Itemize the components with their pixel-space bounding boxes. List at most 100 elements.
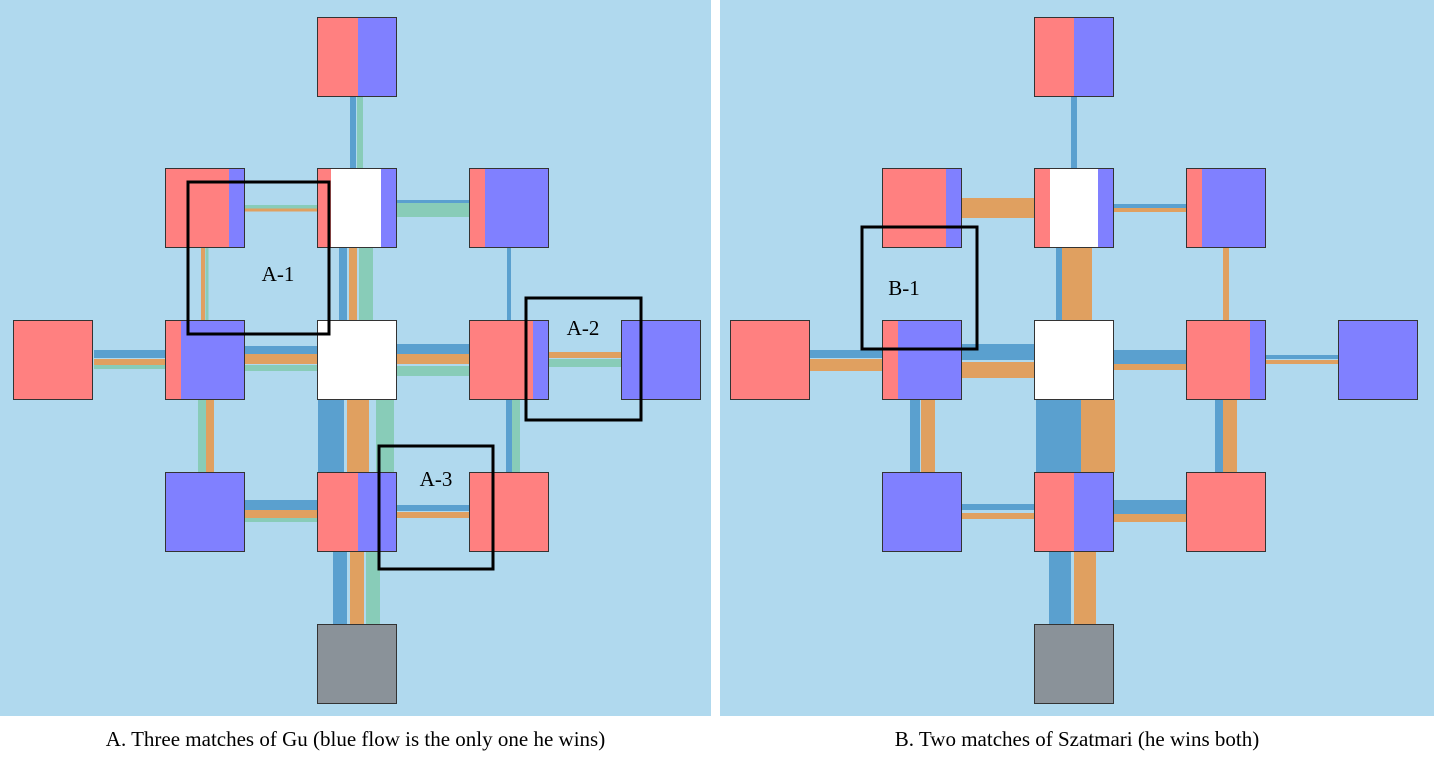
node-border [1034, 168, 1114, 248]
node-fill-blue [1202, 168, 1266, 248]
node-border [469, 320, 549, 400]
node [882, 168, 962, 248]
node-border [165, 320, 245, 400]
node [1034, 17, 1114, 97]
node-border [1186, 168, 1266, 248]
node-fill-blue [485, 168, 549, 248]
node-border [1034, 624, 1114, 704]
node [317, 624, 397, 704]
node-fill-red [165, 168, 229, 248]
highlight-box-label: A-3 [420, 467, 453, 491]
node-fill-blue [181, 320, 245, 400]
node [469, 320, 549, 400]
node-border [730, 320, 810, 400]
node [469, 472, 549, 552]
node-fill-red [1186, 168, 1202, 248]
node-fill-white [1034, 320, 1114, 400]
node-fill-red [1034, 472, 1074, 552]
node [1034, 168, 1114, 248]
node [621, 320, 701, 400]
node-fill-gray [1034, 624, 1114, 704]
node-border [469, 168, 549, 248]
node [165, 320, 245, 400]
node [882, 472, 962, 552]
node-border [1186, 320, 1266, 400]
node-border [1338, 320, 1418, 400]
node-fill-red [882, 168, 946, 248]
node-fill-red [1186, 472, 1266, 552]
node [730, 320, 810, 400]
node-fill-red [882, 320, 898, 400]
node-fill-red [165, 320, 181, 400]
node-border [165, 168, 245, 248]
node-border [1034, 472, 1114, 552]
node-border [317, 17, 397, 97]
node [13, 320, 93, 400]
node [165, 168, 245, 248]
node-fill-blue [946, 168, 962, 248]
node-border [1034, 17, 1114, 97]
node-border [1034, 320, 1114, 400]
node-fill-red [469, 320, 533, 400]
caption-b: B. Two matches of Szatmari (he wins both… [894, 727, 1260, 751]
node-border [621, 320, 701, 400]
node-border [165, 472, 245, 552]
node-fill-white [331, 168, 381, 248]
caption-a: A. Three matches of Gu (blue flow is the… [105, 727, 606, 751]
node-border [469, 472, 549, 552]
panel-b: B-1 [720, 0, 1434, 716]
node-fill-blue [533, 320, 549, 400]
node [317, 17, 397, 97]
node-border [882, 320, 962, 400]
highlight-box-label: B-1 [888, 276, 920, 300]
node-border [317, 168, 397, 248]
node [317, 472, 397, 552]
node [1034, 624, 1114, 704]
node-fill-blue [898, 320, 962, 400]
node [165, 472, 245, 552]
highlight-box [524, 296, 643, 422]
node [1186, 320, 1266, 400]
node-border [317, 624, 397, 704]
node [1186, 472, 1266, 552]
network-diagram-a: A-1A-2A-3 [13, 17, 701, 704]
node [317, 168, 397, 248]
node [1034, 472, 1114, 552]
network-diagram-b: B-1 [730, 17, 1418, 704]
node-fill-red [469, 168, 485, 248]
node-fill-blue [165, 472, 245, 552]
highlight-box [860, 225, 979, 351]
node-fill-red [317, 472, 358, 552]
node-fill-blue [1250, 320, 1266, 400]
node [1338, 320, 1418, 400]
node [1034, 320, 1114, 400]
node-fill-red [317, 17, 358, 97]
node-border [1186, 472, 1266, 552]
node-border [13, 320, 93, 400]
node-fill-blue [229, 168, 245, 248]
node-fill-gray [317, 624, 397, 704]
highlight-box-label: A-2 [567, 316, 600, 340]
node-fill-white [1050, 168, 1098, 248]
node-border [317, 472, 397, 552]
node-fill-blue [1074, 472, 1114, 552]
node-fill-blue [381, 168, 397, 248]
node-border [317, 320, 397, 400]
node-fill-red [13, 320, 93, 400]
node-fill-red [730, 320, 810, 400]
node [1186, 168, 1266, 248]
node-border [882, 168, 962, 248]
node-fill-blue [1338, 320, 1418, 400]
node-fill-red [1186, 320, 1250, 400]
highlight-box-label: A-1 [262, 262, 295, 286]
node-border [882, 472, 962, 552]
node-fill-blue [621, 320, 701, 400]
highlight-box [186, 180, 331, 336]
node-fill-blue [358, 17, 397, 97]
node [469, 168, 549, 248]
highlight-box [377, 444, 495, 571]
node-fill-blue [1098, 168, 1114, 248]
node-fill-red [1034, 168, 1050, 248]
node-fill-blue [1074, 17, 1114, 97]
